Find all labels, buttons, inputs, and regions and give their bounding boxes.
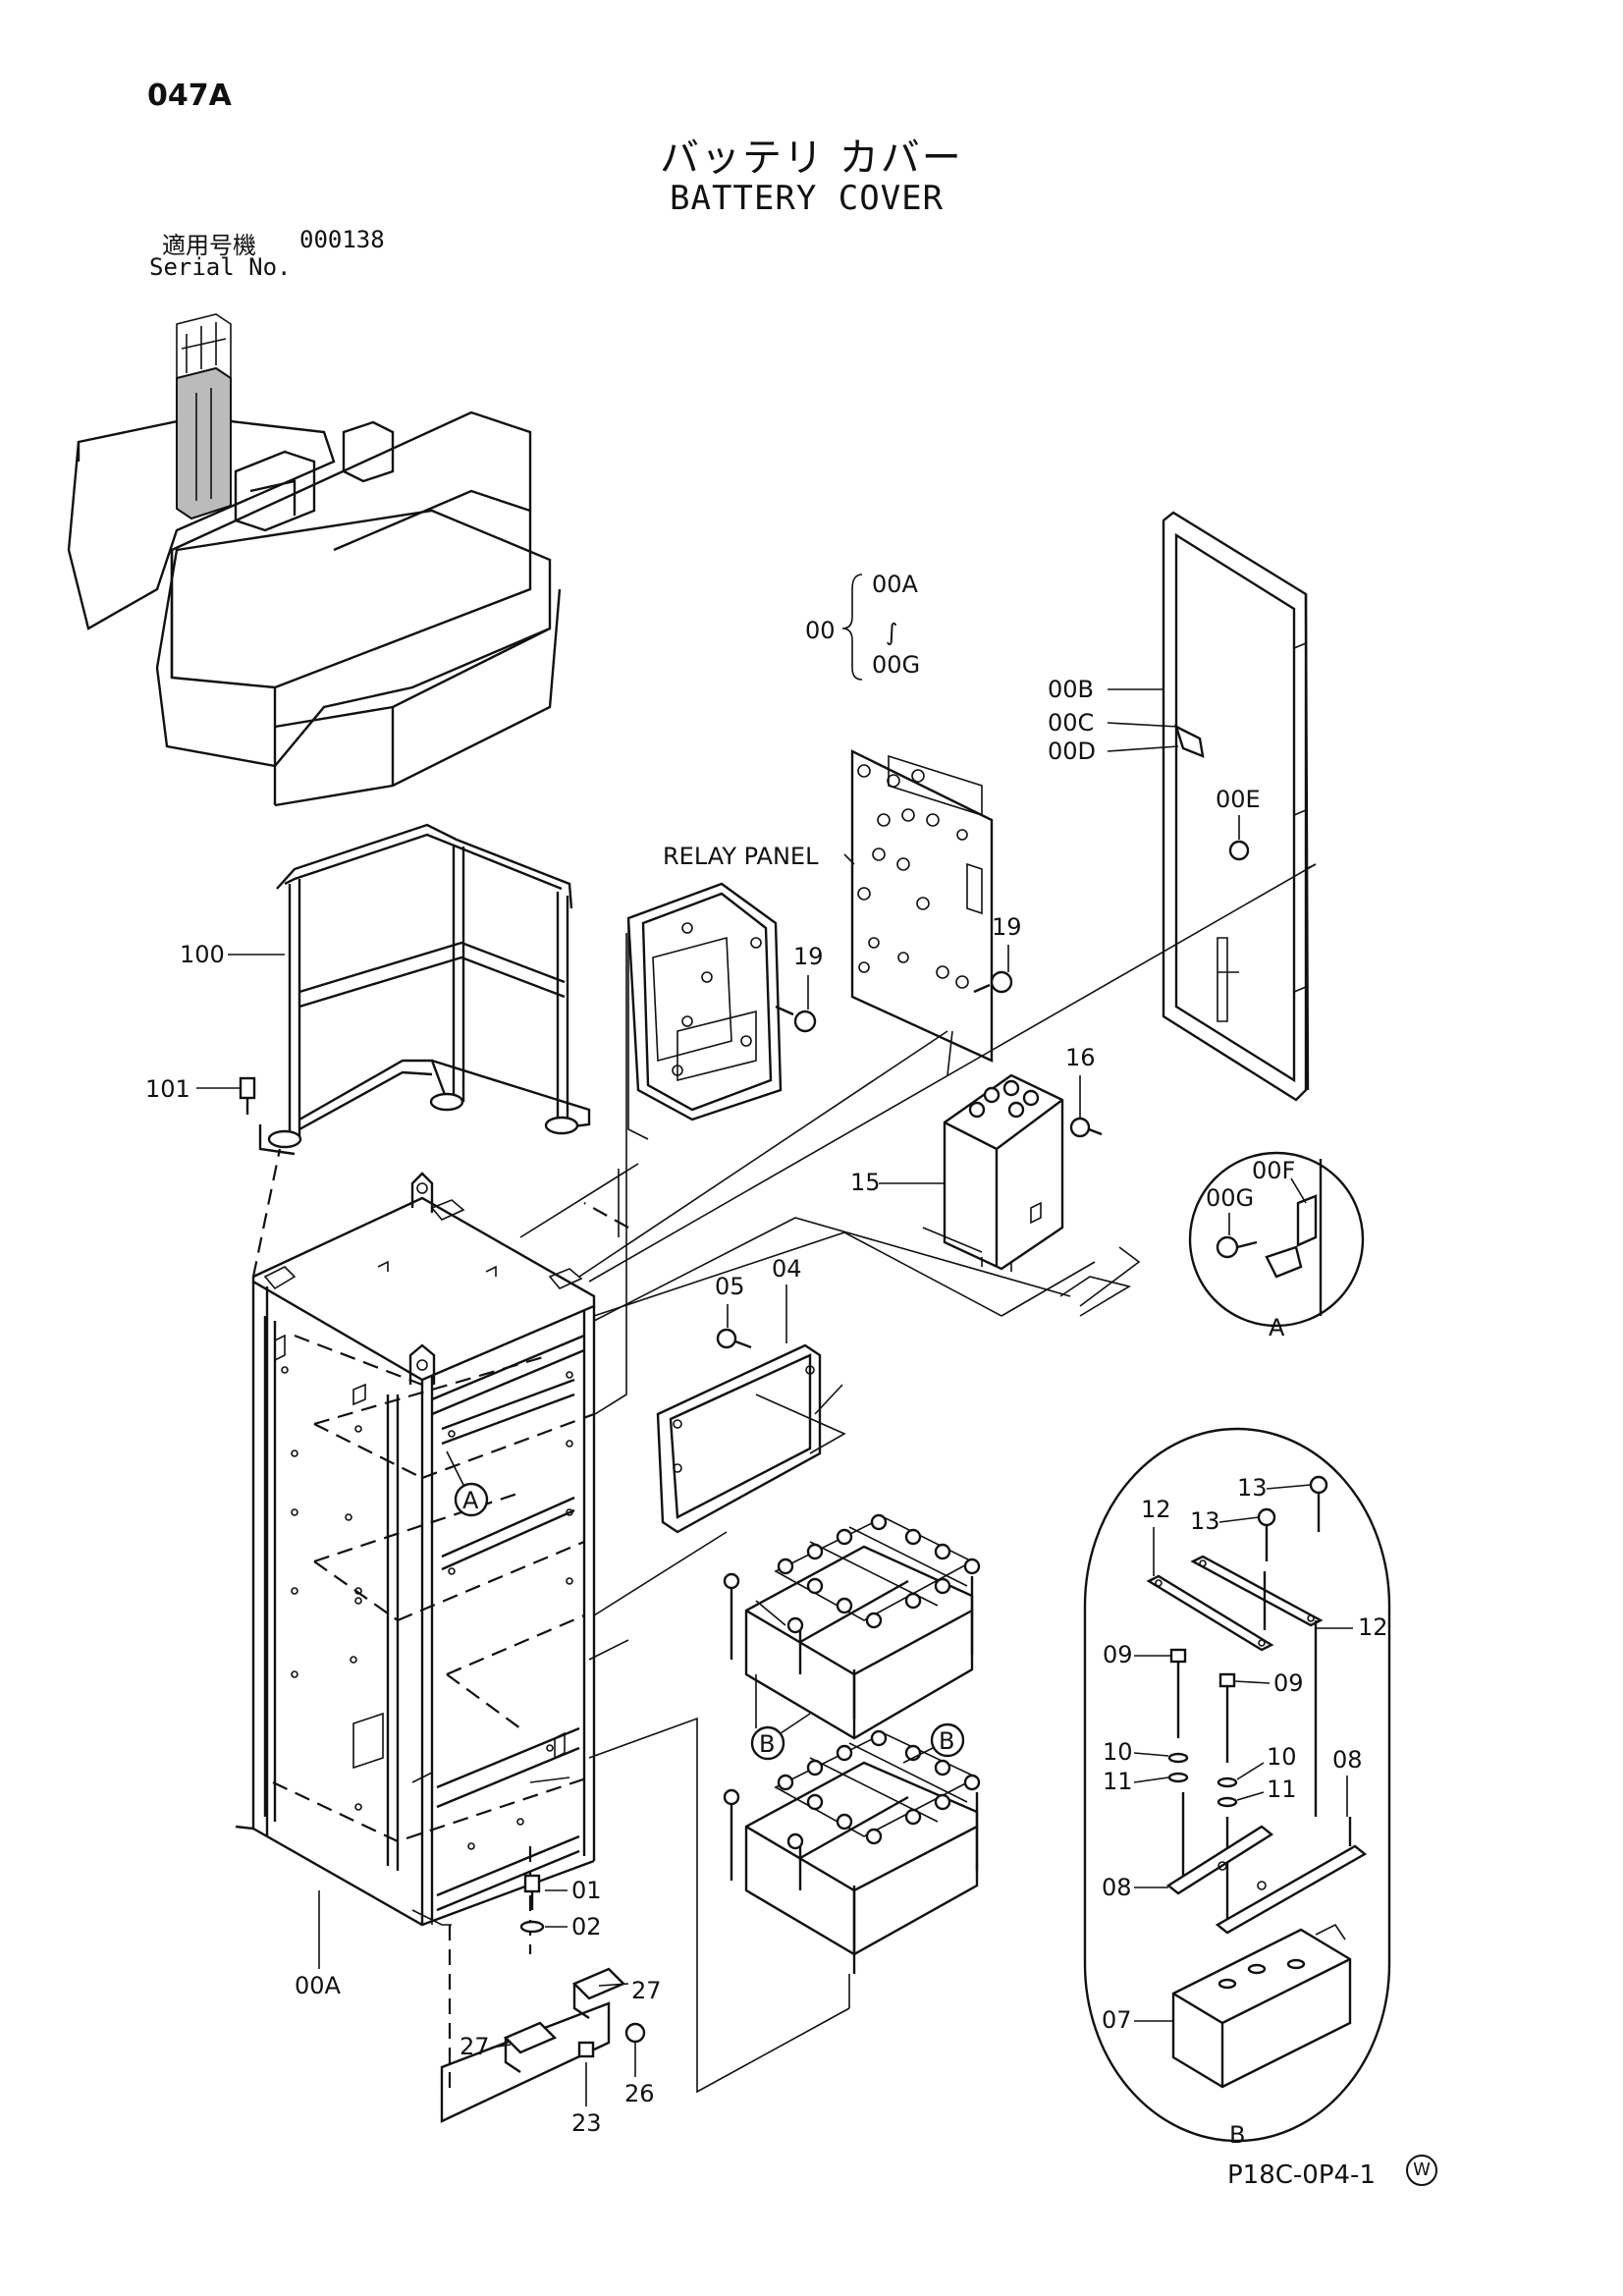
relay-panel-label: RELAY PANEL xyxy=(663,843,819,870)
callout-01: 01 xyxy=(571,1877,602,1904)
title-english: BATTERY COVER xyxy=(670,179,945,218)
callout-19-right: 19 xyxy=(992,913,1022,941)
callout-00: 00 xyxy=(805,617,836,644)
screw-05 xyxy=(716,1328,752,1349)
callout-00G: 00G xyxy=(1206,1184,1254,1212)
callout-09-left: 09 xyxy=(1103,1641,1133,1668)
leader-13-right xyxy=(1266,1484,1312,1490)
callout-10-right: 10 xyxy=(1267,1743,1297,1771)
leader-13-left xyxy=(1218,1516,1260,1523)
callout-04: 04 xyxy=(772,1255,802,1283)
brace-00 xyxy=(841,574,863,681)
callout-00C: 00C xyxy=(1048,709,1094,737)
relay-box-15 xyxy=(943,1073,1064,1272)
callout-00D: 00D xyxy=(1048,738,1096,765)
callout-00E: 00E xyxy=(1216,786,1261,813)
handrail xyxy=(258,823,591,1156)
callout-19-left: 19 xyxy=(793,943,824,970)
leader-mark-b-1 xyxy=(755,1674,811,1734)
view-mark-b-1 xyxy=(750,1725,785,1761)
view-mark-b-1-label: B xyxy=(759,1730,775,1758)
w-mark: W xyxy=(1406,2155,1437,2186)
drawing-code: P18C-0P4-1 xyxy=(1227,2160,1376,2190)
detail-view-a-label: A xyxy=(1269,1314,1285,1341)
screw-19-right xyxy=(973,970,1013,994)
callout-05: 05 xyxy=(715,1273,745,1300)
callout-27-left: 27 xyxy=(460,2033,490,2060)
callout-08-right: 08 xyxy=(1332,1746,1363,1774)
callout-26: 26 xyxy=(624,2080,655,2107)
serial-number: 000138 xyxy=(299,226,385,253)
leader-10-left xyxy=(1133,1752,1169,1757)
view-mark-a xyxy=(454,1482,489,1517)
callout-13-right: 13 xyxy=(1237,1474,1268,1502)
tilde-range: ∫ xyxy=(886,619,898,646)
detail-b-contents xyxy=(1146,1475,1368,2089)
leader-27-left xyxy=(490,2044,512,2049)
callout-00A-top: 00A xyxy=(872,571,919,598)
battery-box-door xyxy=(1162,511,1310,1102)
callout-09-right: 09 xyxy=(1273,1669,1304,1697)
relay-panel-front xyxy=(626,882,783,1140)
title-japanese: バッテリ カバー xyxy=(660,136,963,181)
machine-overview xyxy=(67,313,562,807)
callout-12-left: 12 xyxy=(1141,1496,1171,1523)
leader-mark-a xyxy=(446,1450,464,1486)
page-code: 047A xyxy=(147,79,232,113)
bolt-101 xyxy=(239,1076,256,1115)
leader-00C xyxy=(1107,722,1179,728)
callout-100: 100 xyxy=(180,941,225,968)
callout-23: 23 xyxy=(571,2109,602,2137)
callout-00G-top: 00G xyxy=(872,651,920,679)
callout-07: 07 xyxy=(1102,2006,1132,2034)
cover-plate-04 xyxy=(656,1343,822,1534)
serial-label-english: Serial No. xyxy=(149,253,292,281)
view-mark-b-2-label: B xyxy=(939,1727,954,1755)
view-mark-b-2 xyxy=(930,1722,965,1758)
detail-view-b xyxy=(1083,1427,1391,2143)
leader-00D xyxy=(1107,745,1179,752)
callout-00A: 00A xyxy=(295,1972,342,1999)
callout-10-left: 10 xyxy=(1103,1738,1133,1766)
detail-view-b-label: B xyxy=(1229,2121,1245,2149)
view-mark-a-label: A xyxy=(462,1487,479,1514)
leader-relay-panel xyxy=(843,853,855,865)
callout-16: 16 xyxy=(1065,1044,1096,1071)
leader-27-top xyxy=(598,1983,629,1987)
callout-13-left: 13 xyxy=(1190,1507,1220,1535)
connection-lines xyxy=(411,863,1317,2094)
callout-00B: 00B xyxy=(1048,676,1094,703)
callout-15: 15 xyxy=(850,1169,881,1196)
callout-27-top: 27 xyxy=(631,1977,662,2004)
callout-11-left: 11 xyxy=(1103,1768,1133,1795)
battery-box xyxy=(235,1172,596,1927)
leader-09-right xyxy=(1234,1680,1271,1684)
screw-16 xyxy=(1069,1117,1103,1138)
relay-panel-back xyxy=(850,749,994,1063)
detail-a-contents xyxy=(1216,1159,1323,1316)
leader-11-right xyxy=(1236,1791,1265,1801)
leader-11-left xyxy=(1133,1777,1169,1783)
screw-19-left xyxy=(775,1005,817,1033)
battery-group-lower xyxy=(723,1729,981,1974)
leader-10-right xyxy=(1236,1762,1265,1780)
leader-00F xyxy=(1290,1177,1307,1204)
assembly-dashed-lines xyxy=(251,1148,629,2092)
serial-label-japanese: 適用号機 xyxy=(162,232,256,259)
callout-02: 02 xyxy=(571,1913,602,1941)
callout-101: 101 xyxy=(145,1075,190,1103)
battery-group-upper xyxy=(723,1513,981,1740)
detail-view-a xyxy=(1188,1151,1365,1328)
bracket-assembly xyxy=(440,1967,646,2123)
callout-00F: 00F xyxy=(1252,1157,1295,1184)
bolt-01-washer-02 xyxy=(519,1874,545,1934)
leader-mark-b-2 xyxy=(902,1747,934,1764)
callout-08-left: 08 xyxy=(1102,1874,1132,1901)
callout-11-right: 11 xyxy=(1267,1776,1297,1803)
callout-12-right: 12 xyxy=(1358,1613,1388,1641)
